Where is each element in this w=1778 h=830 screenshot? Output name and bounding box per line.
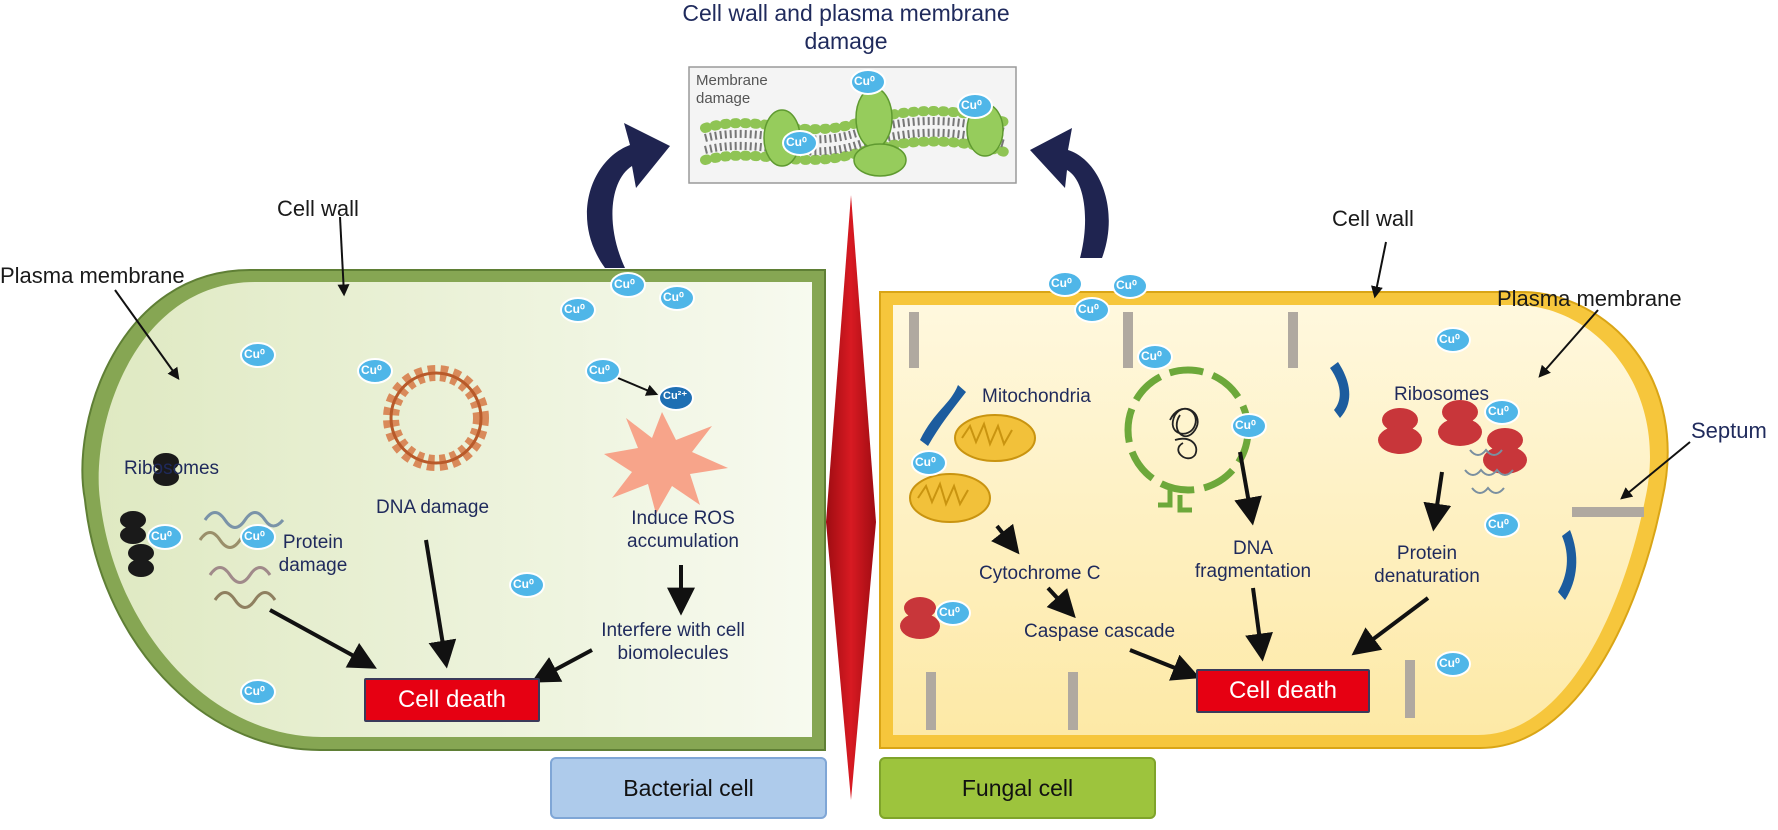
er-icon (920, 385, 966, 446)
dna-ring-icon (383, 365, 489, 471)
curved-arrow-left (586, 123, 670, 268)
figure-title: Cell wall and plasma membrane damage (682, 0, 1010, 54)
copper-ion-text: Cu⁰ (854, 74, 875, 88)
fungal-cell-wall-label: Cell wall (1332, 206, 1414, 231)
fungal-cell-label: Fungal cell (879, 757, 1156, 819)
fungal-plasma-membrane-arrow (1538, 309, 1599, 378)
septum-label: Septum (1691, 418, 1767, 443)
caspase-to-death-arrow (1129, 648, 1201, 681)
protein-structure (198, 511, 285, 609)
denaturation-to-death-arrow (1351, 596, 1430, 656)
copper-ion-text: Cu⁰ (1078, 302, 1099, 316)
cytochrome-c-label: Cytochrome C (979, 563, 1101, 584)
protein-damage-label: Protein damage (278, 532, 348, 576)
copper-ion-text: Cu⁰ (1141, 349, 1162, 363)
fungal-ribosomes-label: Ribosomes (1394, 384, 1490, 405)
plasma-membrane-arrow (114, 289, 180, 380)
copper-ion-text: Cu⁰ (1439, 656, 1460, 670)
cytochrome-to-caspase-arrow (1046, 586, 1076, 619)
er-icon (1330, 362, 1350, 418)
cell-wall-arrow (337, 216, 350, 297)
ribosome-to-denaturation-arrow (1423, 471, 1452, 532)
oxidation-arrow (617, 377, 659, 396)
dna-fragmentation-label: DNA fragmentation (1194, 538, 1312, 582)
copper-ion-text: Cu⁰ (663, 290, 684, 304)
copper-ion-text: Cu⁰ (786, 135, 807, 149)
fungal-plasma-membrane-label: Plasma membrane (1497, 286, 1682, 311)
dna-to-death-arrow (1245, 587, 1273, 662)
copper-ion-text: Cu⁰ (151, 529, 172, 543)
copper-ion-text: Cu⁰ (614, 277, 635, 291)
induce-ros-label: Induce ROS accumulation (627, 508, 739, 552)
copper-ion-oxidized-text: Cu²⁺ (663, 390, 688, 402)
copper-ion-text: Cu⁰ (1235, 418, 1256, 432)
fungal-ribosomes (900, 400, 1527, 639)
septum-bar (1068, 672, 1078, 730)
divider-diamond (826, 195, 876, 800)
bacterial-ribosomes-label: Ribosomes (124, 458, 220, 479)
fungal-cell-death-box: Cell death (1196, 669, 1370, 713)
septum-arrow (1620, 441, 1691, 500)
copper-ion-text: Cu⁰ (1439, 332, 1460, 346)
membrane-inset (688, 66, 1017, 184)
copper-ion-text: Cu⁰ (1488, 517, 1509, 531)
copper-ion-text: Cu⁰ (1116, 278, 1137, 292)
copper-ion-text: Cu⁰ (244, 529, 265, 543)
septum-bar (909, 312, 919, 368)
copper-ion-text: Cu⁰ (361, 363, 382, 377)
fungal-cell-wall-arrow (1371, 241, 1387, 299)
dna-damage-label: DNA damage (376, 497, 490, 518)
er-icon (1558, 530, 1577, 600)
denatured-protein (1464, 448, 1514, 494)
nucleus-to-dna-arrow (1234, 451, 1262, 526)
septum-bar (1288, 312, 1298, 368)
bacterial-cell-wall-label: Cell wall (277, 196, 359, 221)
copper-ion-text: Cu⁰ (244, 684, 265, 698)
mitochondria-icon (909, 414, 1036, 523)
mito-to-cytochrome-arrow (991, 523, 1020, 555)
dna-to-death-arrow (424, 539, 457, 669)
septum-bar (1123, 312, 1133, 368)
bacterial-plasma-membrane-label: Plasma membrane (0, 263, 185, 288)
protein-denaturation-label: Protein denaturation (1374, 543, 1480, 587)
bacterial-cell (81, 269, 826, 751)
copper-ion-text: Cu⁰ (1488, 404, 1509, 418)
caspase-cascade-label: Caspase cascade (1024, 621, 1176, 642)
protein-to-death-arrow (269, 608, 377, 669)
copper-ion-text: Cu⁰ (915, 455, 936, 469)
ros-burst-icon (604, 412, 728, 514)
copper-ion-text: Cu⁰ (961, 98, 982, 112)
septum-bar (926, 672, 936, 730)
septum-bar (1405, 660, 1415, 718)
septum-bar (1572, 507, 1644, 517)
copper-ion-text: Cu⁰ (244, 347, 265, 361)
ribosome-cluster (120, 453, 179, 577)
bacterial-cell-death-box: Cell death (364, 678, 540, 722)
copper-ion-text: Cu⁰ (1051, 276, 1072, 290)
curved-arrow-right (1030, 128, 1109, 258)
mitochondria-label: Mitochondria (982, 386, 1091, 407)
copper-ion-oxidized (658, 385, 694, 411)
copper-ion-text: Cu⁰ (513, 577, 534, 591)
copper-ion-text: Cu⁰ (939, 605, 960, 619)
copper-ion-text: Cu⁰ (589, 363, 610, 377)
copper-ion-text: Cu⁰ (564, 302, 585, 316)
bacterial-cell-label: Bacterial cell (550, 757, 827, 819)
interfere-to-death-arrow (531, 648, 593, 683)
interfere-label: Interfere with cell biomolecules (601, 620, 745, 664)
inset-label: Membrane damage (696, 72, 768, 107)
